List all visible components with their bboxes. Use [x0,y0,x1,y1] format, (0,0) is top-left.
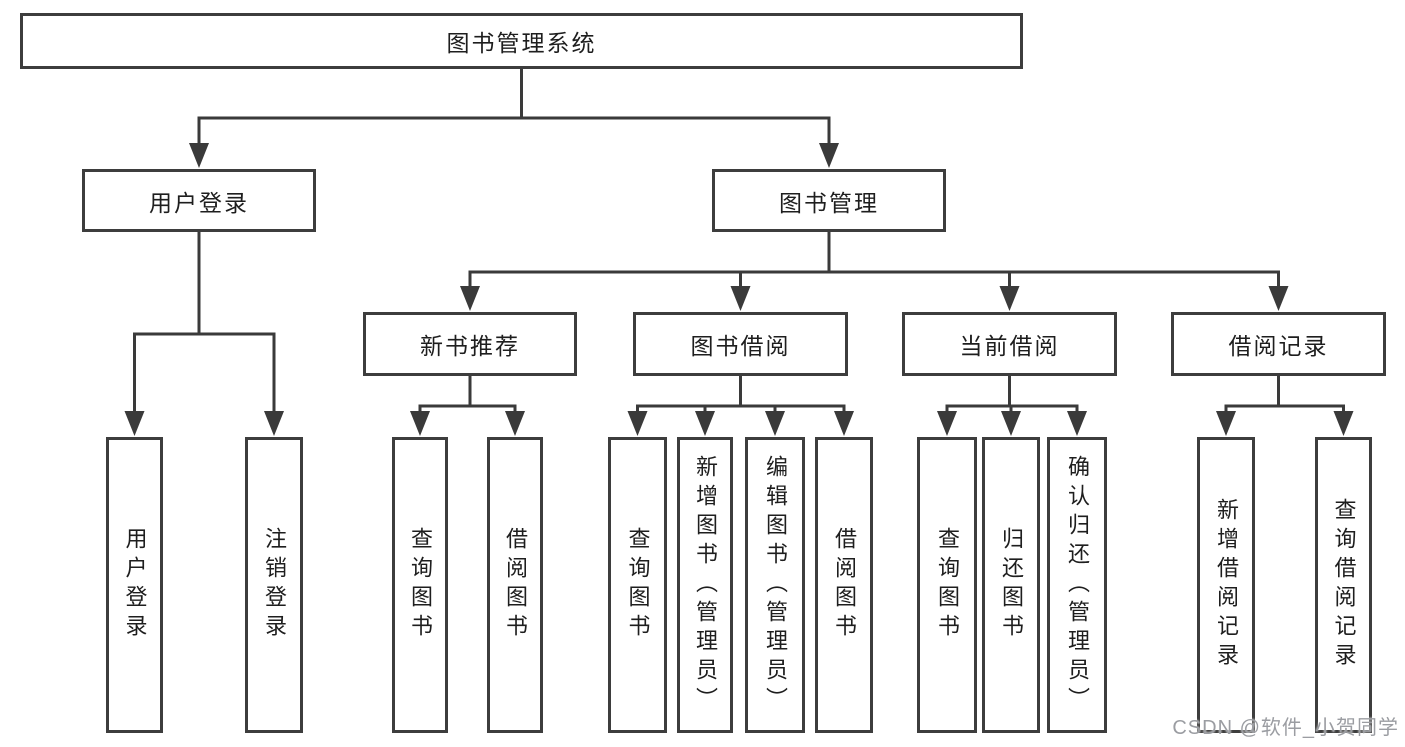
node-label-book-management: 图书管理 [779,189,879,216]
arrowhead-icon [1001,411,1021,436]
arrowhead-icon [819,143,839,168]
node-label-current-borrowing: 当前借阅 [959,333,1060,359]
node-leaf-user-login: 用户登录 [106,437,163,733]
node-leaf-add-book-admin: 新增图书（管理员） [677,437,733,733]
arrowhead-icon [1067,411,1087,436]
node-leaf-add-borrow-record: 新增借阅记录 [1197,437,1255,733]
arrowhead-icon [695,411,715,436]
node-label-borrowing-records: 借阅记录 [1228,333,1329,359]
node-leaf-query-book-3: 查询图书 [917,437,977,733]
node-book-borrowing: 图书借阅 [633,312,848,376]
arrowhead-icon [937,411,957,436]
arrowhead-icon [124,411,145,436]
node-leaf-confirm-return-admin: 确认归还（管理员） [1047,437,1107,733]
node-leaf-borrow-book-2: 借阅图书 [815,437,873,733]
node-leaf-query-book-1: 查询图书 [392,437,448,733]
arrowhead-icon [1333,411,1354,436]
arrowhead-icon [765,411,785,436]
arrowhead-icon [189,143,209,168]
arrowhead-icon [264,411,284,436]
node-label-library-system: 图书管理系统 [446,30,597,56]
arrowhead-icon [1216,411,1236,436]
node-label-book-borrowing: 图书借阅 [690,333,791,359]
node-user-login: 用户登录 [82,169,316,232]
node-leaf-query-book-2: 查询图书 [608,437,667,733]
arrowhead-icon [460,286,480,311]
node-label-leaf-query-book-3: 查询图书 [935,527,960,643]
node-current-borrowing: 当前借阅 [902,312,1117,376]
node-label-leaf-query-borrow-record: 查询借阅记录 [1331,498,1357,672]
node-label-leaf-confirm-return-admin: 确认归还（管理员） [1065,454,1090,716]
arrowhead-icon [505,411,525,436]
node-leaf-return-book: 归还图书 [982,437,1040,733]
node-borrowing-records: 借阅记录 [1171,312,1386,376]
node-label-leaf-query-book-2: 查询图书 [625,527,651,643]
arrowhead-icon [1268,286,1289,311]
watermark: CSDN @软件_小贺同学 [1172,717,1399,739]
node-label-leaf-logout: 注销登录 [262,527,287,643]
node-label-leaf-add-book-admin: 新增图书（管理员） [693,454,718,716]
node-new-book-recommend: 新书推荐 [363,312,577,376]
node-label-user-login: 用户登录 [149,189,249,216]
node-book-management: 图书管理 [712,169,946,232]
arrowhead-icon [627,411,648,436]
node-label-leaf-query-book-1: 查询图书 [408,527,433,643]
node-leaf-borrow-book-1: 借阅图书 [487,437,543,733]
arrowhead-icon [999,286,1020,311]
node-label-leaf-user-login: 用户登录 [122,527,148,643]
node-label-leaf-add-borrow-record: 新增借阅记录 [1214,498,1239,672]
node-label-leaf-borrow-book-1: 借阅图书 [503,527,528,643]
node-label-leaf-edit-book-admin: 编辑图书（管理员） [763,454,788,716]
arrowhead-icon [834,411,854,436]
node-library-system: 图书管理系统 [20,13,1023,69]
arrowhead-icon [410,411,430,436]
node-leaf-query-borrow-record: 查询借阅记录 [1315,437,1372,733]
node-leaf-edit-book-admin: 编辑图书（管理员） [745,437,805,733]
arrowhead-icon [730,286,751,311]
node-label-new-book-recommend: 新书推荐 [420,333,520,359]
node-label-leaf-return-book: 归还图书 [999,527,1024,643]
node-leaf-logout: 注销登录 [245,437,303,733]
node-label-leaf-borrow-book-2: 借阅图书 [832,527,857,643]
